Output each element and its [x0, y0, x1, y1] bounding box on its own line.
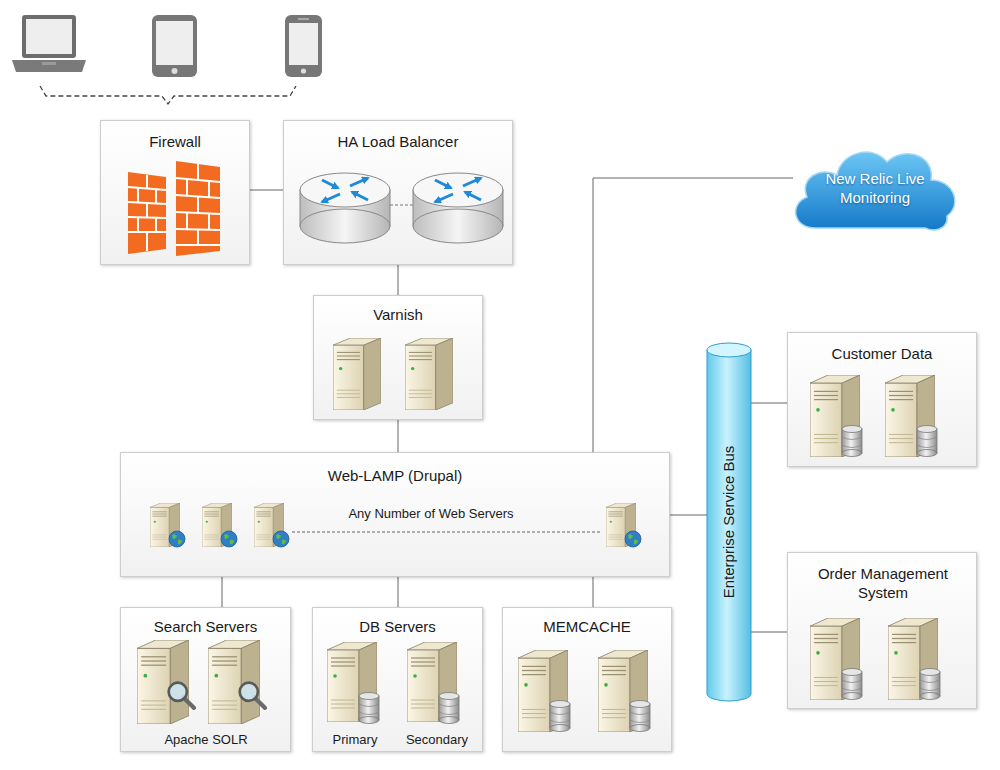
phone-icon-part [301, 68, 306, 73]
phone-icon-part [289, 23, 318, 65]
web-tier-box: Web-LAMP (Drupal) Any Number of Web Serve… [120, 452, 670, 577]
device-bracket [40, 86, 296, 104]
memcache-box: MEMCACHE [502, 607, 672, 752]
laptop-icon-part [22, 15, 76, 58]
node-title: DB Servers [313, 618, 482, 637]
service-bus-cylinder: Enterprise Service Bus [706, 342, 752, 702]
connector-line [593, 577, 594, 607]
order-system-box: Order Management System [787, 552, 977, 709]
node-caption: Secondary [397, 732, 477, 748]
tablet-icon-part [152, 15, 197, 77]
connector-line [250, 190, 283, 191]
node-title: Order Management System [808, 565, 958, 603]
laptop-icon [12, 15, 86, 72]
laptop-icon-part [26, 19, 72, 54]
node-title: Web-LAMP (Drupal) [121, 467, 669, 486]
phone-icon [285, 15, 322, 77]
node-title: MEMCACHE [503, 618, 671, 637]
monitoring-cloud: New Relic Live Monitoring [785, 140, 965, 235]
search-box: Search ServersApache SOLR [120, 607, 291, 752]
connector-line [398, 265, 399, 295]
laptop-icon-part [42, 62, 56, 65]
connector-line [751, 403, 787, 404]
load-balancer-box: HA Load Balancer [283, 120, 513, 265]
node-caption: Apache SOLR [141, 732, 271, 748]
database-box: DB ServersPrimarySecondary [312, 607, 483, 752]
phone-icon-part [285, 15, 322, 77]
varnish-box: Varnish [313, 295, 483, 420]
node-title: HA Load Balancer [284, 133, 512, 152]
connector-line [593, 178, 793, 452]
laptop-icon-part [12, 60, 86, 72]
firewall-box: Firewall [100, 120, 250, 265]
node-title: Firewall [101, 133, 249, 152]
cloud-shape [785, 140, 965, 235]
phone-icon-part [298, 18, 309, 20]
tablet-icon [152, 15, 197, 77]
cylinder-shape-part [707, 343, 751, 357]
connector-line [222, 577, 223, 607]
tablet-icon-part [172, 68, 178, 74]
customer-data-box: Customer Data [787, 332, 977, 467]
connector-line [751, 632, 787, 633]
connector-line [398, 420, 399, 452]
node-caption: Any Number of Web Servers [331, 506, 531, 522]
connector-line [398, 577, 399, 607]
node-title: Enterprise Service Bus [720, 446, 738, 599]
cylinder-shape-part [707, 350, 751, 701]
node-title: New Relic Live Monitoring [820, 170, 930, 208]
node-title: Search Servers [121, 618, 290, 637]
node-title: Varnish [314, 306, 482, 325]
node-title: Customer Data [788, 345, 976, 364]
connector-line [670, 515, 707, 516]
tablet-icon-part [156, 21, 193, 65]
node-caption: Primary [315, 732, 395, 748]
cloud-shape-part [796, 152, 955, 230]
device-icons [12, 15, 322, 104]
